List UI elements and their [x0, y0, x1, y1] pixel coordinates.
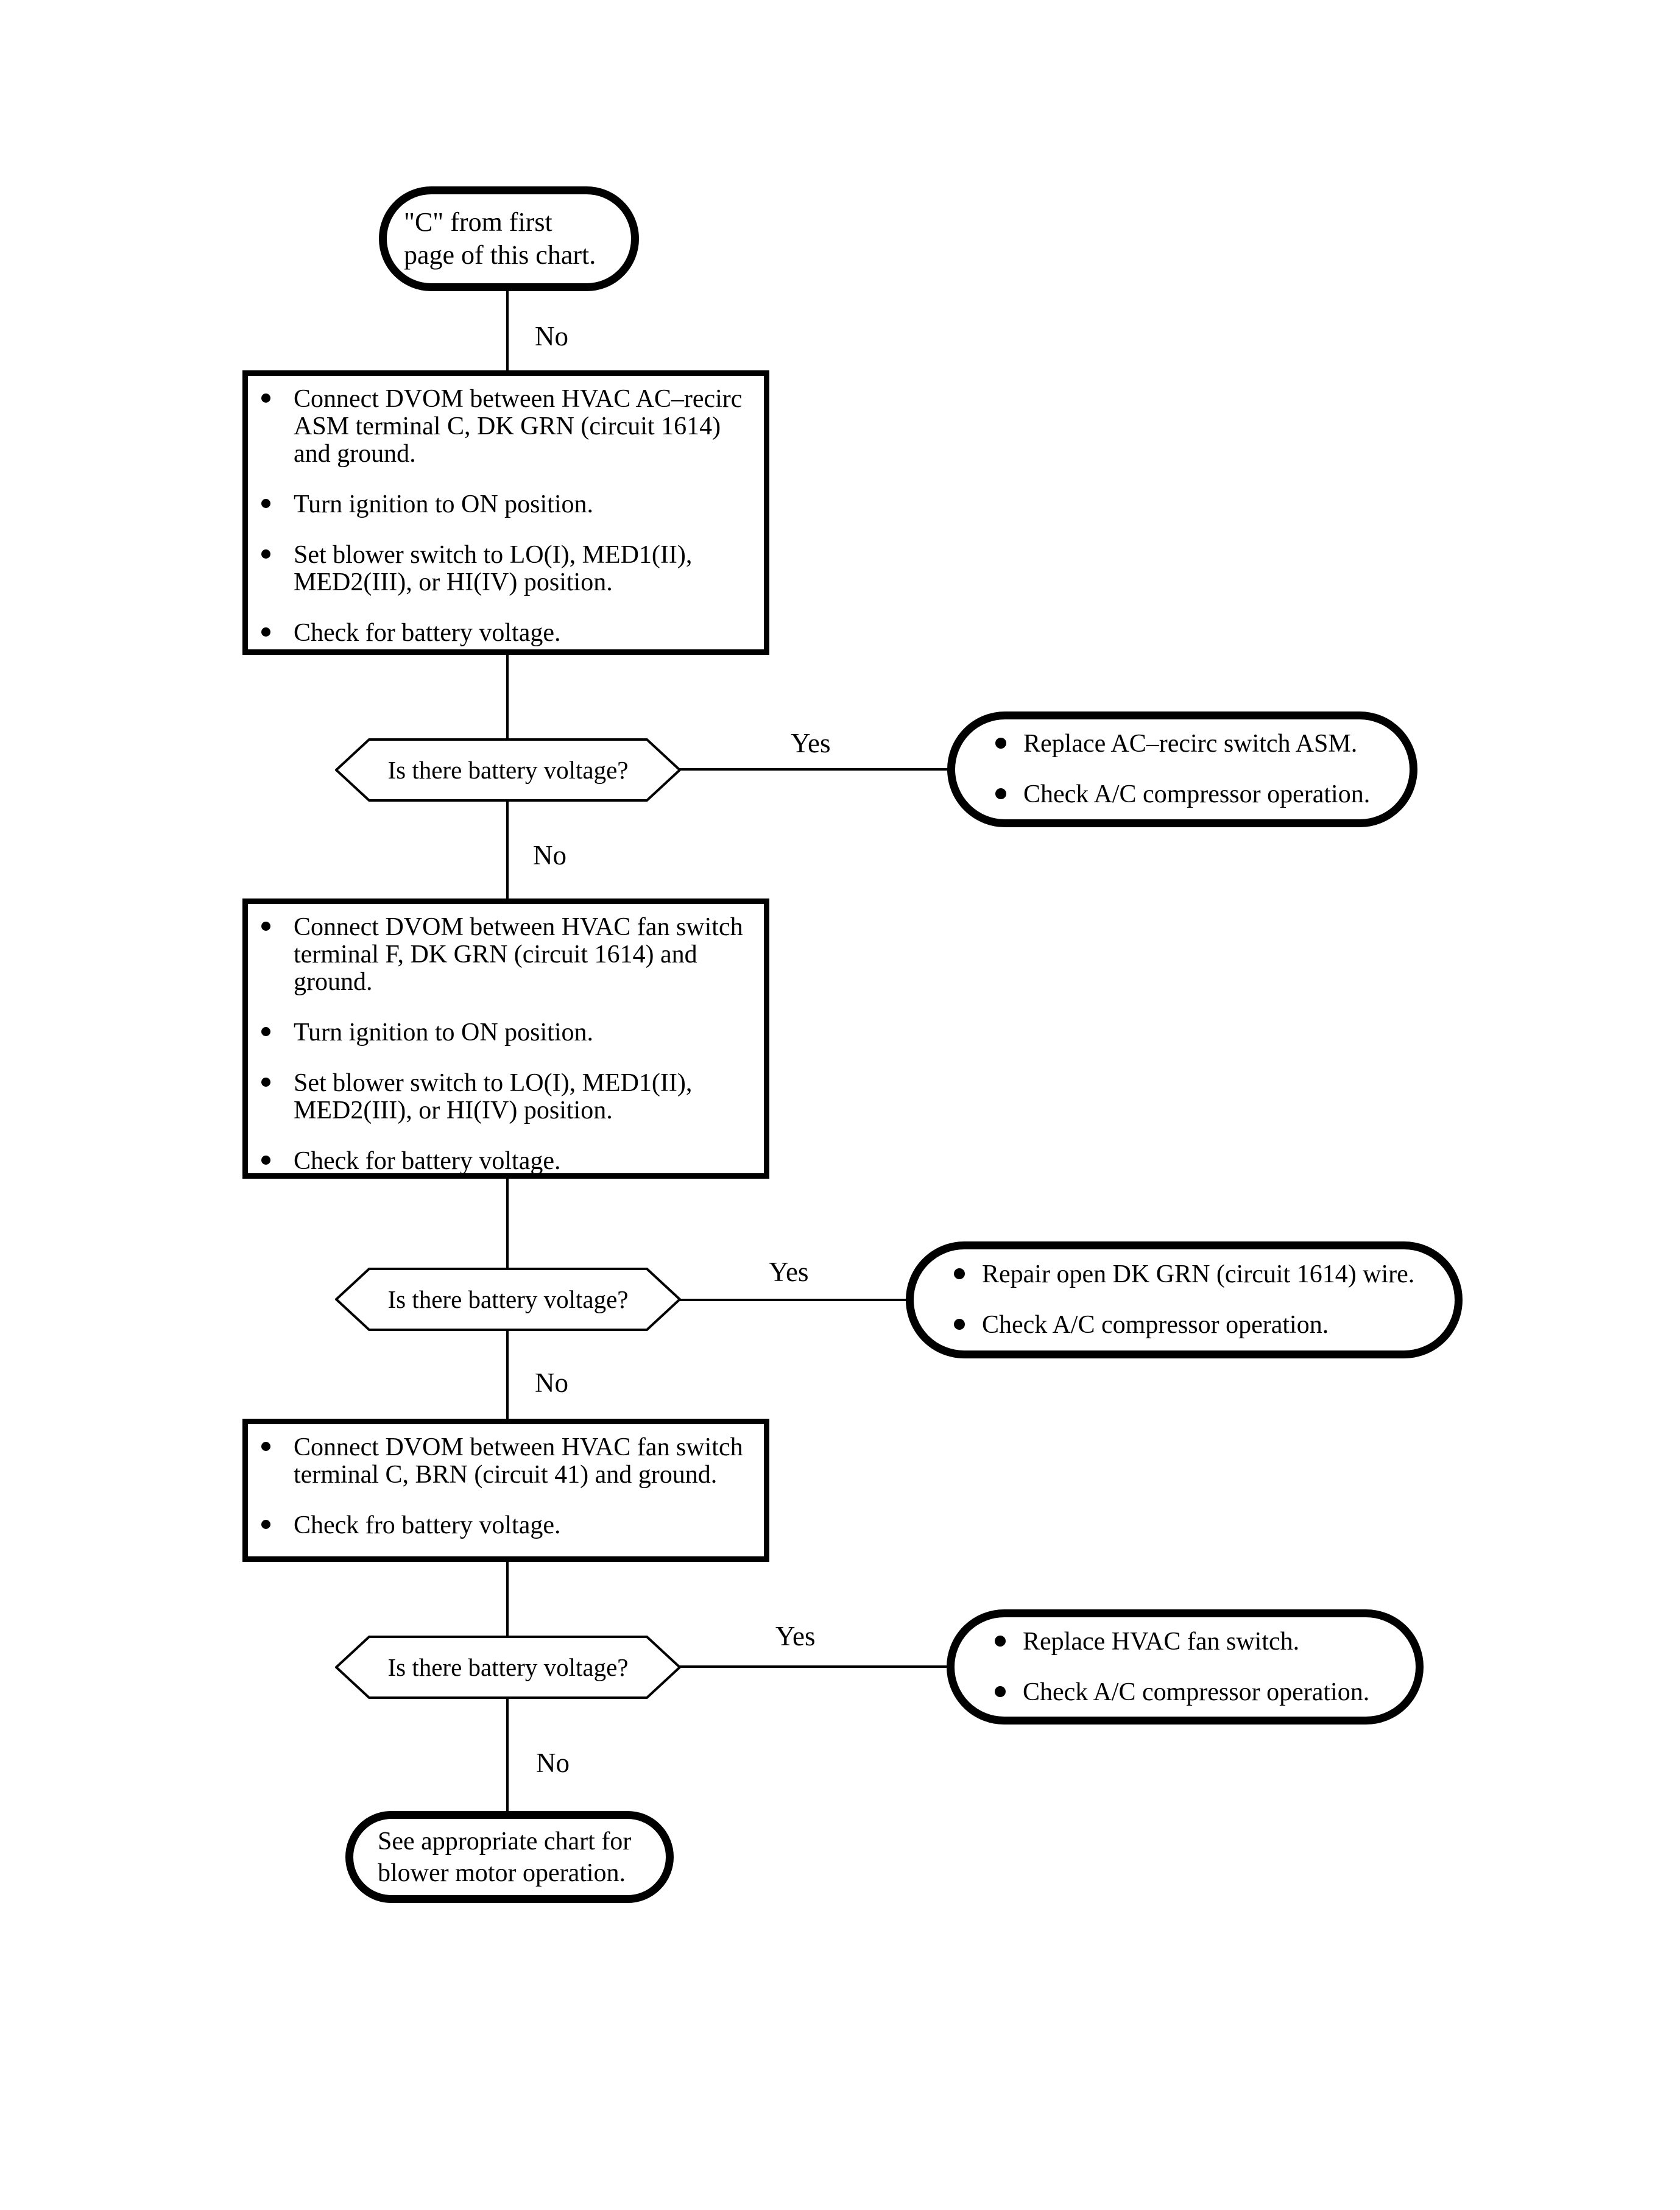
end-terminator: See appropriate chart for blower motor o… — [345, 1811, 674, 1903]
start-terminator-text: "C" from first page of this chart. — [387, 206, 596, 272]
decision-2: Is there battery voltage? — [335, 1268, 681, 1331]
decision-question: Is there battery voltage? — [387, 756, 629, 784]
result-action: Check A/C compressor operation. — [955, 781, 1403, 808]
decision-3: Is there battery voltage? — [335, 1636, 681, 1699]
result-action: Check A/C compressor operation. — [955, 1678, 1410, 1706]
process-step: Connect DVOM between HVAC fan switch ter… — [248, 1434, 755, 1489]
decision-1: Is there battery voltage? — [335, 738, 681, 802]
process-box-3: Connect DVOM between HVAC fan switch ter… — [242, 1419, 769, 1562]
hexagon-shape — [335, 1268, 681, 1331]
yes-label-2: Yes — [769, 1257, 809, 1287]
result-action: Check A/C compressor operation. — [914, 1312, 1449, 1339]
process-box-2: Connect DVOM between HVAC fan switch ter… — [242, 898, 769, 1179]
process-box-2-steps: Connect DVOM between HVAC fan switch ter… — [248, 904, 764, 1175]
result-terminator-3: Replace HVAC fan switch. Check A/C compr… — [947, 1609, 1424, 1725]
end-terminator-line1: See appropriate chart for — [378, 1827, 632, 1855]
process-step: Connect DVOM between HVAC AC–recirc ASM … — [248, 386, 755, 468]
yes-label-3: Yes — [775, 1621, 816, 1651]
process-step: Check fro battery voltage. — [248, 1512, 755, 1539]
no-label-3: No — [535, 1368, 568, 1398]
process-step: Turn ignition to ON position. — [248, 1019, 755, 1047]
result-terminator-2-actions: Repair open DK GRN (circuit 1614) wire. … — [914, 1261, 1455, 1339]
end-terminator-text: See appropriate chart for blower motor o… — [353, 1826, 631, 1889]
result-action: Replace AC–recirc switch ASM. — [955, 730, 1403, 758]
process-step: Set blower switch to LO(I), MED1(II), ME… — [248, 542, 755, 596]
process-step: Check for battery voltage. — [248, 1148, 755, 1175]
decision-question: Is there battery voltage? — [387, 1653, 629, 1681]
process-step: Check for battery voltage. — [248, 620, 755, 647]
yes-edge-3 — [510, 1665, 961, 1668]
hexagon-shape — [335, 738, 681, 802]
process-box-3-steps: Connect DVOM between HVAC fan switch ter… — [248, 1424, 764, 1539]
result-terminator-3-actions: Replace HVAC fan switch. Check A/C compr… — [955, 1628, 1416, 1706]
start-terminator: "C" from first page of this chart. — [379, 186, 639, 291]
end-terminator-line2: blower motor operation. — [378, 1859, 626, 1887]
process-step: Set blower switch to LO(I), MED1(II), ME… — [248, 1070, 755, 1124]
start-terminator-line1: "C" from first — [404, 207, 552, 237]
process-box-1: Connect DVOM between HVAC AC–recirc ASM … — [242, 370, 769, 655]
result-action: Replace HVAC fan switch. — [955, 1628, 1410, 1656]
result-terminator-2: Repair open DK GRN (circuit 1614) wire. … — [906, 1241, 1463, 1358]
no-label-2: No — [533, 840, 566, 870]
start-terminator-line2: page of this chart. — [404, 240, 596, 270]
yes-label-1: Yes — [791, 728, 831, 758]
process-step: Turn ignition to ON position. — [248, 491, 755, 518]
yes-edge-1 — [510, 768, 961, 771]
no-label-4: No — [536, 1748, 570, 1778]
hexagon-shape — [335, 1636, 681, 1699]
result-terminator-1: Replace AC–recirc switch ASM. Check A/C … — [947, 711, 1417, 827]
result-action: Repair open DK GRN (circuit 1614) wire. — [914, 1261, 1449, 1288]
result-terminator-1-actions: Replace AC–recirc switch ASM. Check A/C … — [955, 730, 1410, 808]
no-label-1: No — [535, 321, 568, 351]
yes-edge-2 — [510, 1299, 919, 1301]
process-step: Connect DVOM between HVAC fan switch ter… — [248, 914, 755, 996]
process-box-1-steps: Connect DVOM between HVAC AC–recirc ASM … — [248, 376, 764, 647]
decision-question: Is there battery voltage? — [387, 1285, 629, 1313]
